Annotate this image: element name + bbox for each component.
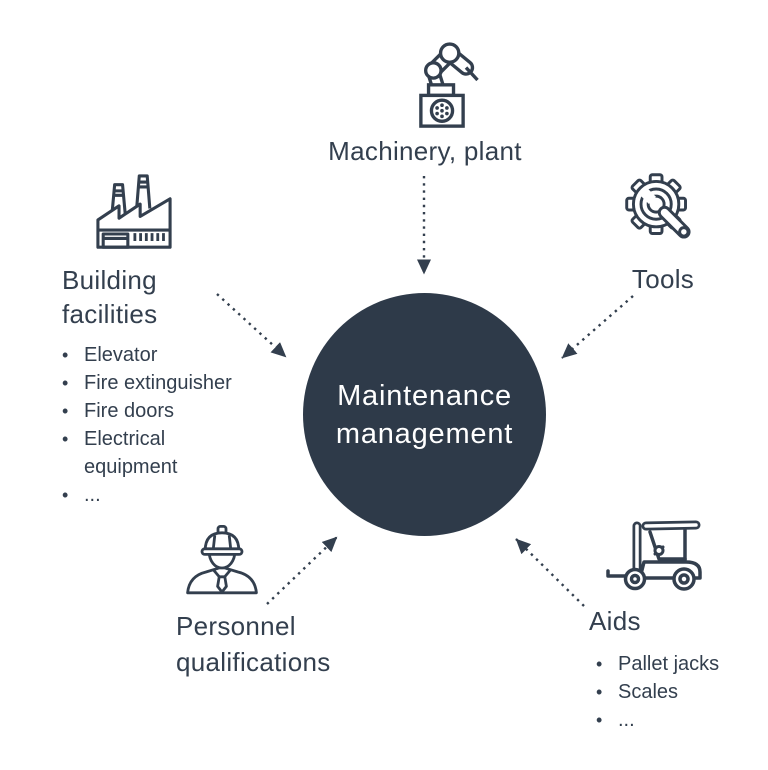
center-title-line2: management xyxy=(335,417,514,450)
list-item: •... xyxy=(596,706,756,734)
machinery-label: Machinery, plant xyxy=(328,136,522,166)
center-circle: Maintenance management xyxy=(303,293,546,536)
arrow-aids-to-center xyxy=(515,538,585,607)
worker-icon xyxy=(186,525,258,595)
personnel-label-line1: Personnel xyxy=(176,611,296,641)
list-item: •Scales xyxy=(596,678,756,706)
aids-items-list: •Pallet jacks •Scales •... xyxy=(596,650,756,734)
arrow-personnel-to-center xyxy=(266,536,338,605)
bullet-dot: • xyxy=(62,401,69,421)
list-item: •Elevator xyxy=(62,341,248,369)
personnel-label-line2: qualifications xyxy=(176,647,331,677)
list-item: •Electrical equipment xyxy=(62,425,248,481)
gear-wrench-icon xyxy=(625,173,691,239)
building-label-line2: facilities xyxy=(62,299,158,329)
list-item: •Pallet jacks xyxy=(596,650,756,678)
center-title-line1: Maintenance xyxy=(337,379,512,412)
bullet-dot: • xyxy=(62,373,69,393)
building-items-list: •Elevator •Fire extinguisher •Fire doors… xyxy=(62,341,248,509)
robot-arm-icon xyxy=(419,42,479,128)
bullet-dot: • xyxy=(596,710,603,730)
building-label-line1: Building xyxy=(62,265,157,295)
bullet-dot: • xyxy=(596,682,603,702)
bullet-dot: • xyxy=(62,485,69,505)
bullet-dot: • xyxy=(596,654,603,674)
forklift-icon xyxy=(606,520,702,591)
list-item: •... xyxy=(62,481,248,509)
list-item: •Fire extinguisher xyxy=(62,369,248,397)
personnel-label: Personnel qualifications xyxy=(176,608,331,680)
building-label: Building facilities xyxy=(62,263,157,331)
bullet-dot: • xyxy=(62,429,69,449)
factory-icon xyxy=(96,174,172,249)
tools-label: Tools xyxy=(631,264,695,294)
arrow-tools-to-center xyxy=(561,295,634,359)
list-item: •Fire doors xyxy=(62,397,248,425)
aids-label: Aids xyxy=(589,606,641,636)
bullet-dot: • xyxy=(62,345,69,365)
